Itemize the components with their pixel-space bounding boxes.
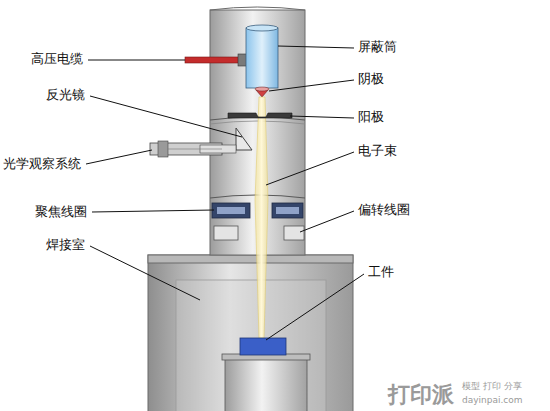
watermark: dayinpai.com	[462, 395, 523, 405]
part-label: 光学观察系统	[3, 157, 81, 172]
part-label: 高压电缆	[31, 52, 83, 67]
part-label: 电子束	[358, 144, 397, 159]
part-label: 聚焦线圈	[35, 205, 87, 220]
part-label: 阴极	[358, 72, 384, 87]
watermark: 模型 打印 分享	[462, 381, 522, 391]
part-label: 工件	[368, 265, 394, 280]
part-label: 阳极	[358, 110, 384, 125]
leader-lines	[86, 46, 364, 340]
part-label: 焊接室	[46, 238, 85, 253]
part-label: 屏蔽筒	[358, 40, 397, 55]
part-label: 反光镜	[46, 88, 85, 103]
watermark: 打印派	[388, 382, 454, 407]
part-label: 偏转线圈	[358, 203, 410, 218]
